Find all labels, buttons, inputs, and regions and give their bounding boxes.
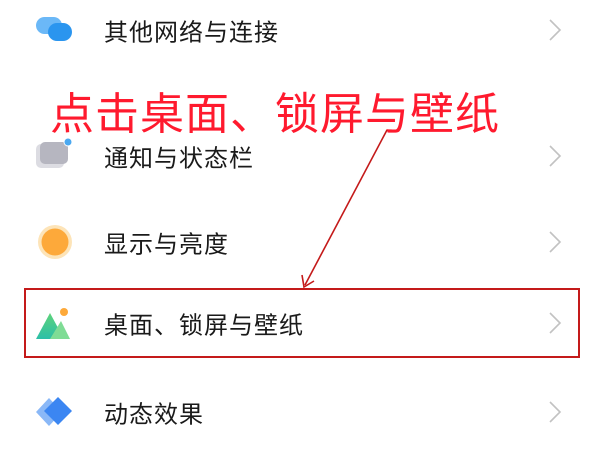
notifications-icon: [36, 137, 76, 174]
chevron-right-icon: [546, 399, 564, 425]
settings-item-desktop-lockscreen-wallpaper[interactable]: 桌面、锁屏与壁纸: [0, 293, 600, 353]
settings-item-label: 显示与亮度: [104, 230, 229, 259]
settings-item-other-connections[interactable]: 其他网络与连接: [0, 0, 600, 60]
wallpaper-icon: [36, 305, 76, 341]
display-brightness-icon: [36, 224, 76, 260]
annotation-highlight-box: [24, 288, 580, 358]
settings-item-label: 动态效果: [104, 400, 204, 429]
chevron-right-icon: [546, 229, 564, 255]
settings-item-display-brightness[interactable]: 显示与亮度: [0, 212, 600, 272]
settings-item-label: 其他网络与连接: [104, 18, 279, 47]
settings-item-animation-effects[interactable]: 动态效果: [0, 382, 600, 442]
annotation-instruction-text: 点击桌面、锁屏与壁纸: [50, 89, 500, 140]
chevron-right-icon: [546, 143, 564, 169]
settings-item-label: 桌面、锁屏与壁纸: [104, 311, 304, 340]
chevron-right-icon: [546, 17, 564, 43]
chevron-right-icon: [546, 310, 564, 336]
animation-effects-icon: [36, 394, 76, 430]
settings-item-notifications[interactable]: 通知与状态栏: [0, 126, 600, 186]
settings-item-label: 通知与状态栏: [104, 144, 254, 173]
connections-icon: [36, 12, 76, 48]
